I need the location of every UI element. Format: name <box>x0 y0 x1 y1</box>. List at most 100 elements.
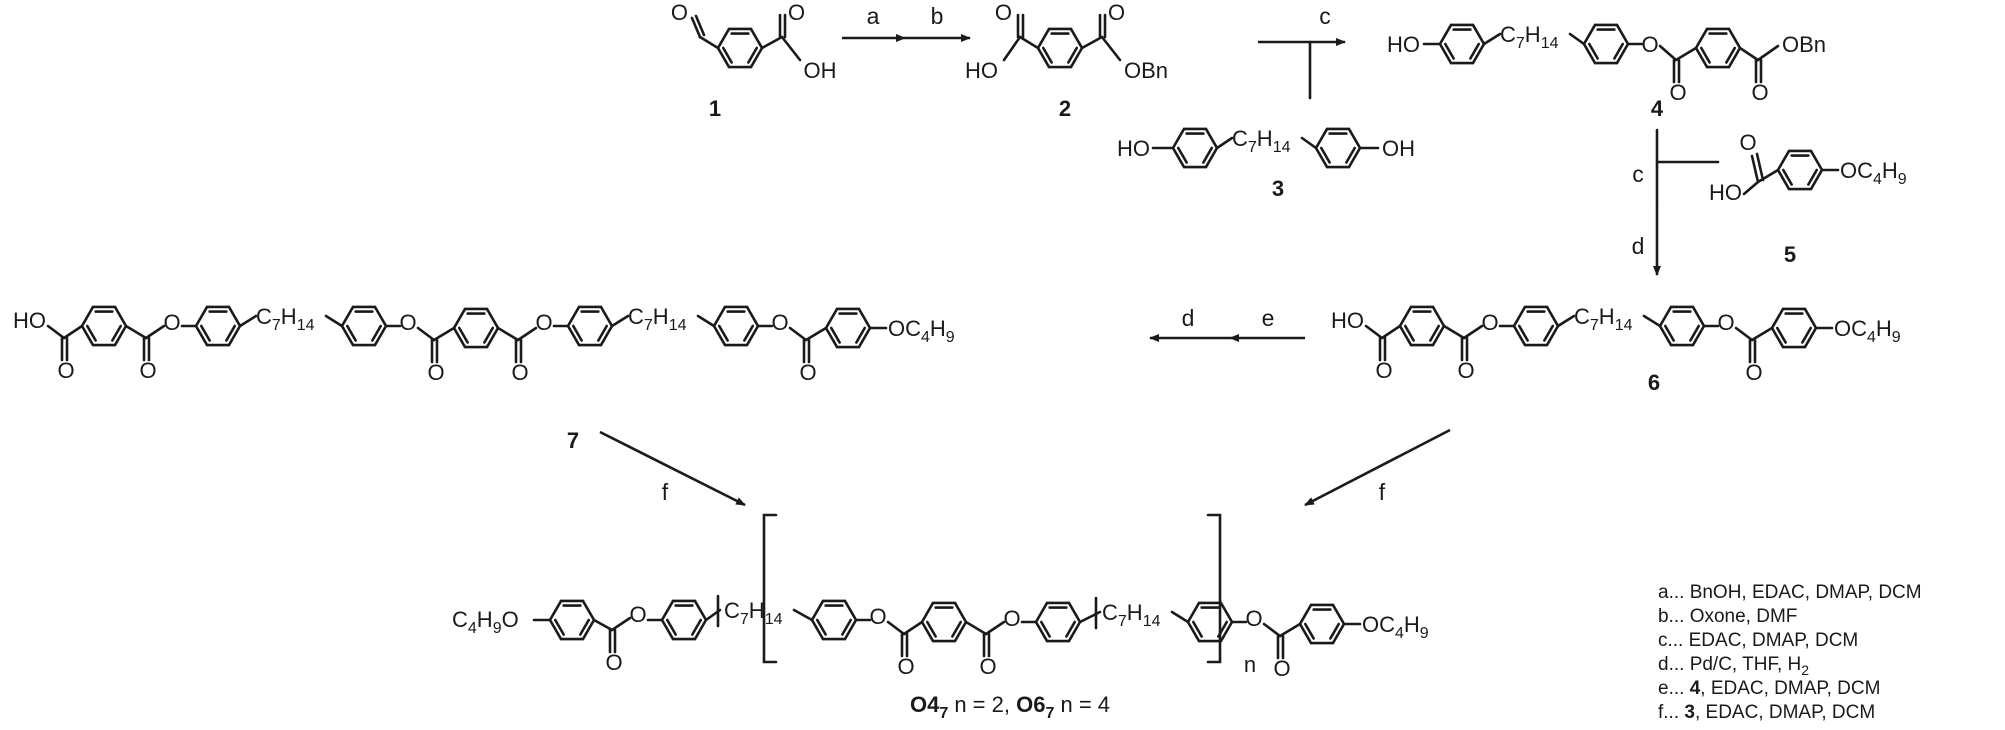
group-c7h14-pa: C7​H14​ <box>724 598 783 628</box>
atom-o-p1: O <box>629 602 646 627</box>
bond <box>1750 154 1760 184</box>
bond <box>788 326 808 342</box>
group-c7h14-3: C7​H14​ <box>1232 126 1291 156</box>
bond <box>516 326 538 342</box>
atom-o-7a: O <box>57 358 74 383</box>
bond <box>964 620 988 636</box>
atom-o-7-e2: O <box>399 310 416 335</box>
bond <box>1658 44 1678 62</box>
bond <box>124 324 148 340</box>
bond <box>984 620 1006 636</box>
compound-3-label: 3 <box>1272 176 1284 201</box>
compound-7-ring-e <box>566 305 614 347</box>
bond <box>1080 35 1104 50</box>
atom-o-p3: O <box>1003 606 1020 631</box>
condition-2: b... Oxone, DMF <box>1658 606 1797 627</box>
atom-o-pb: O <box>897 654 914 679</box>
product-ring-e <box>1034 601 1082 643</box>
atom-o-6b: O <box>1457 358 1474 383</box>
group-ho-2: HO <box>965 58 998 83</box>
atom-o-ald: O <box>671 0 688 25</box>
bond <box>1756 44 1780 62</box>
group-obn-2: OBn <box>1124 58 1168 83</box>
compound-5-label: 5 <box>1784 242 1796 267</box>
arrow-f2 <box>1304 428 1451 507</box>
atom-o-7e: O <box>799 360 816 385</box>
atom-o-pc: O <box>979 654 996 679</box>
atom-o-6c: O <box>1745 360 1762 385</box>
group-oh-1: OH <box>804 58 837 83</box>
atom-o-p2: O <box>869 604 886 629</box>
carbonyl-pc <box>982 632 991 658</box>
atom-o-2b: O <box>1108 0 1125 25</box>
carbonyl-6b <box>1460 336 1469 362</box>
atom-o-2a: O <box>995 0 1012 25</box>
arrow-label-c1: c <box>1319 3 1331 29</box>
bond <box>1556 314 1576 328</box>
product-ring-c <box>810 599 858 641</box>
compound-1-label: 1 <box>709 96 721 121</box>
product-label: O47 n = 2, O67 n = 4 <box>910 692 1110 722</box>
bond <box>1364 324 1384 340</box>
carbonyl-1 <box>778 13 787 39</box>
bond <box>144 324 166 340</box>
product-ring-b <box>660 599 708 641</box>
bond <box>902 620 924 636</box>
arrow-layer <box>599 34 1661 507</box>
compound-1-ring <box>716 27 764 69</box>
atom-o-7-e4: O <box>771 310 788 335</box>
atom-o-p4: O <box>1245 606 1262 631</box>
compound-7-ring-c <box>340 305 388 347</box>
bond <box>694 14 706 37</box>
bond <box>1380 324 1402 340</box>
compound-4-label: 4 <box>1651 96 1664 121</box>
arrow-label-f1: f <box>662 479 669 505</box>
compound-6-ring-c <box>1658 305 1706 347</box>
arrow-label-a: a <box>867 3 880 29</box>
arrow-label-c2: c <box>1632 161 1644 187</box>
group-oc4h9-5: OC4​H9​ <box>1840 158 1907 188</box>
carbonyl-7e <box>802 338 811 364</box>
group-oc4h9-p: OC4​H9​ <box>1362 612 1429 642</box>
atom-o-7-e3: O <box>535 310 552 335</box>
product-ring-g <box>1298 603 1346 645</box>
group-c7h14-4: C7​H14​ <box>1500 22 1559 52</box>
atom-o-7b: O <box>139 358 156 383</box>
condition-4: d... Pd/C, THF, H2 <box>1658 654 1809 678</box>
bond <box>696 314 716 328</box>
arrow-f1 <box>599 430 746 507</box>
group-c7h14-pb: C7​H14​ <box>1102 600 1161 630</box>
compound-2-label: 2 <box>1059 96 1071 121</box>
bond-1-ald <box>698 35 720 50</box>
product-ring-f <box>1186 601 1234 643</box>
bond <box>1750 326 1774 342</box>
bond <box>46 324 66 340</box>
bond <box>496 326 520 342</box>
bond <box>1482 32 1502 46</box>
atom-o-4a: O <box>1669 80 1686 105</box>
bond <box>1170 610 1190 624</box>
bond <box>1756 168 1780 184</box>
compound-3-ring-a <box>1171 127 1219 169</box>
compound-7-ring-f <box>712 305 760 347</box>
atom-o-4b: O <box>1751 80 1768 105</box>
compound-5-ring <box>1776 149 1824 191</box>
product-ring-a <box>548 599 596 641</box>
bond <box>760 35 784 50</box>
atom-o-6a: O <box>1375 358 1392 383</box>
group-ho-6: HO <box>1331 308 1364 333</box>
bond-layer <box>46 13 1840 664</box>
bond <box>1755 152 1765 182</box>
compound-4-ring-c <box>1694 27 1742 69</box>
compound-6-ring-b <box>1512 305 1560 347</box>
carbonyl-7d <box>514 338 523 364</box>
compound-7-ring-g <box>824 307 872 349</box>
arrow-label-f2: f <box>1379 479 1386 505</box>
bond <box>1674 46 1698 62</box>
arrow-label-d2: d <box>1182 305 1195 331</box>
label-layer: OOOH1abOHOOOBn2cHOC7​H14​OH3HOC7​H14​OOO… <box>13 0 1922 723</box>
bracket-right <box>1206 513 1222 664</box>
carbonyl-7b <box>142 336 151 362</box>
group-c7h14-7b: C7​H14​ <box>628 304 687 334</box>
